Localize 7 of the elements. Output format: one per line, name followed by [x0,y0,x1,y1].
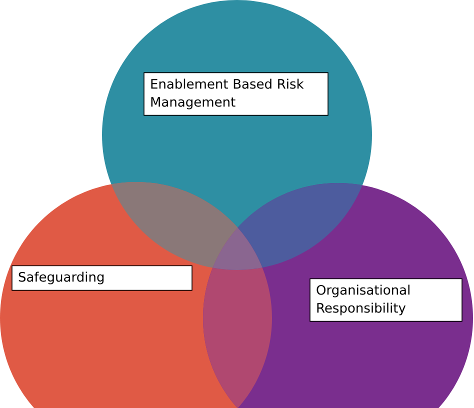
label-box: Safeguarding [12,265,192,291]
overlap-region [203,268,272,408]
label-box: Organisational Responsibility [310,278,462,322]
label-box: Enablement Based Risk Management [144,72,328,116]
overlap-region [111,182,238,268]
overlap-region [238,183,362,268]
overlap-region [212,228,262,270]
